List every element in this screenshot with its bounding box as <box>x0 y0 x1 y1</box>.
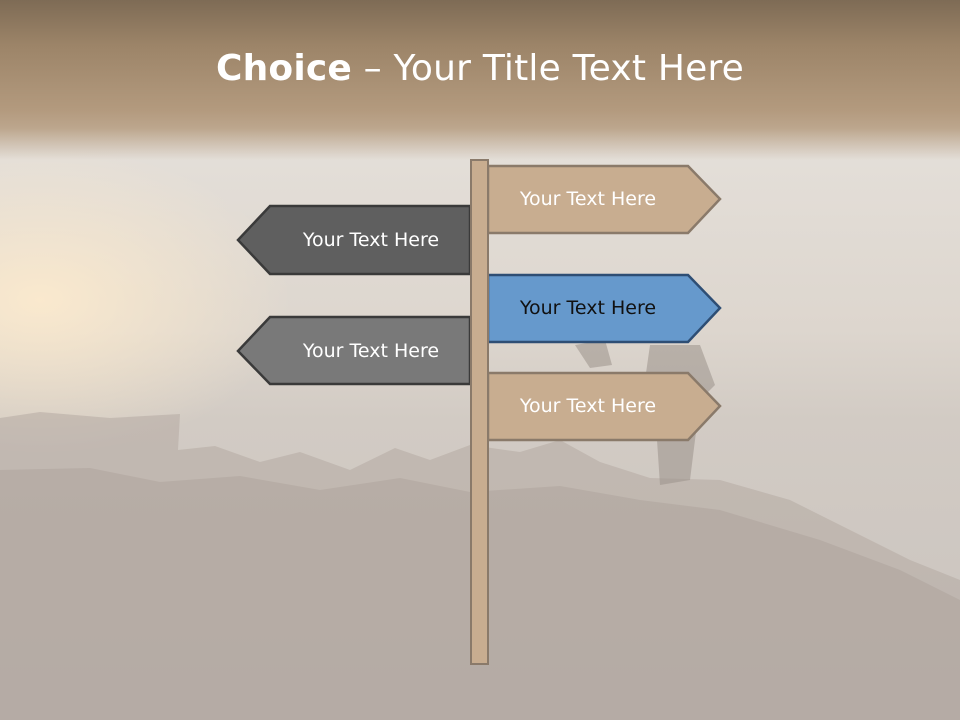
title-rest: – Your Title Text Here <box>352 48 745 89</box>
title-bold: Choice <box>215 48 353 89</box>
slide-title: Choice – Your Title Text Here <box>0 48 960 89</box>
sign-right-bottom-label: Your Text Here <box>519 395 657 417</box>
signpost-pole <box>470 159 489 665</box>
sign-left-bottom-label: Your Text Here <box>302 340 440 362</box>
header-band <box>0 0 960 160</box>
sign-left-top-label: Your Text Here <box>302 229 440 251</box>
sign-right-mid-label: Your Text Here <box>519 297 657 319</box>
sign-right-top-label: Your Text Here <box>519 188 657 210</box>
